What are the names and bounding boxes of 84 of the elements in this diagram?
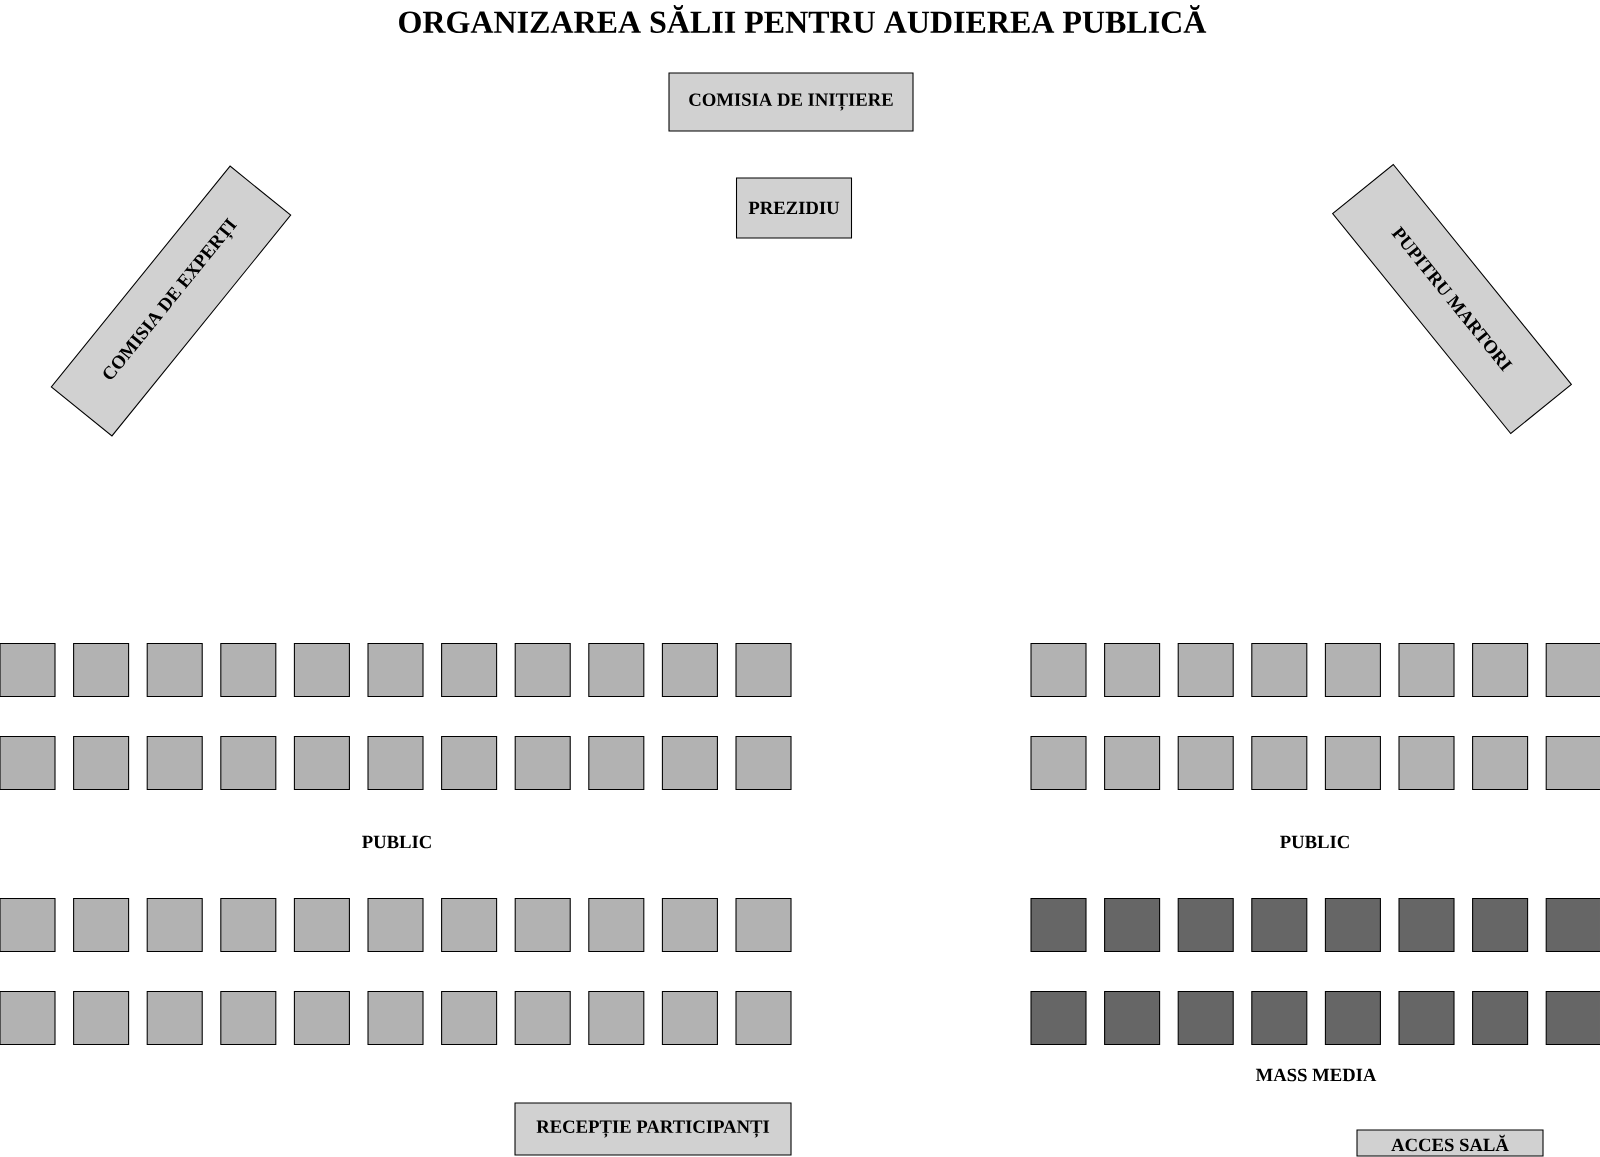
seat-box xyxy=(1104,897,1161,953)
table-box: PREZIDIU xyxy=(735,177,853,239)
seat-box xyxy=(514,897,571,953)
seat-box xyxy=(1398,642,1455,698)
seat-box xyxy=(220,642,277,698)
seat-box xyxy=(661,897,718,953)
seat-box xyxy=(1030,897,1087,953)
seat-box xyxy=(1398,897,1455,953)
seat-box xyxy=(1545,990,1600,1046)
seat-box xyxy=(735,990,792,1046)
seat-box xyxy=(1545,735,1600,791)
table-box: RECEPȚIE PARTICIPANȚI xyxy=(514,1102,792,1156)
seat-box xyxy=(0,897,56,953)
seat-box xyxy=(1177,735,1234,791)
seat-box xyxy=(441,990,498,1046)
seat-box xyxy=(293,642,350,698)
seat-box xyxy=(1251,897,1308,953)
seat-box xyxy=(441,897,498,953)
seat-box xyxy=(73,897,130,953)
seat-box xyxy=(1104,735,1161,791)
seat-box xyxy=(146,990,203,1046)
seat-box xyxy=(1545,642,1600,698)
seat-box xyxy=(220,735,277,791)
area-label: PUBLIC xyxy=(1280,835,1349,849)
seat-box xyxy=(367,897,424,953)
seat-box xyxy=(1251,642,1308,698)
seat-box xyxy=(367,735,424,791)
seat-box xyxy=(735,642,792,698)
seat-box xyxy=(1251,990,1308,1046)
table-box: ACCES SALĂ xyxy=(1356,1129,1544,1157)
seat-box xyxy=(661,990,718,1046)
seat-box xyxy=(1324,735,1381,791)
seat-box xyxy=(220,990,277,1046)
seat-box xyxy=(1177,642,1234,698)
area-label: PUBLIC xyxy=(362,835,431,849)
seat-box xyxy=(441,735,498,791)
seat-box xyxy=(735,897,792,953)
seat-box xyxy=(588,897,645,953)
seat-box xyxy=(1251,735,1308,791)
seat-box xyxy=(367,990,424,1046)
seat-box xyxy=(514,990,571,1046)
seat-box xyxy=(146,897,203,953)
seat-box xyxy=(588,735,645,791)
seat-box xyxy=(146,642,203,698)
area-label: MASS MEDIA xyxy=(1255,1068,1377,1082)
seat-box xyxy=(73,642,130,698)
seat-box xyxy=(1472,642,1529,698)
seat-box xyxy=(735,735,792,791)
seat-box xyxy=(293,897,350,953)
seat-box xyxy=(73,735,130,791)
seat-box xyxy=(1177,897,1234,953)
table-box: COMISIA DE INIȚIERE xyxy=(668,72,914,132)
seat-box xyxy=(661,735,718,791)
seat-box xyxy=(1472,735,1529,791)
seat-box xyxy=(1030,990,1087,1046)
seat-box xyxy=(1104,990,1161,1046)
seat-box xyxy=(1324,897,1381,953)
seat-box xyxy=(146,735,203,791)
seat-box xyxy=(293,735,350,791)
seat-box xyxy=(293,990,350,1046)
seat-box xyxy=(73,990,130,1046)
seat-box xyxy=(367,642,424,698)
seat-box xyxy=(514,642,571,698)
seat-box xyxy=(1030,642,1087,698)
seat-box xyxy=(441,642,498,698)
seat-box xyxy=(1398,990,1455,1046)
seat-box xyxy=(1472,897,1529,953)
seat-box xyxy=(1030,735,1087,791)
seat-box xyxy=(588,642,645,698)
seat-box xyxy=(588,990,645,1046)
seat-box xyxy=(1545,897,1600,953)
seat-box xyxy=(220,897,277,953)
seat-box xyxy=(1104,642,1161,698)
seat-box xyxy=(1472,990,1529,1046)
seat-box xyxy=(0,642,56,698)
seat-box xyxy=(1324,642,1381,698)
seat-box xyxy=(0,735,56,791)
seat-box xyxy=(514,735,571,791)
seat-box xyxy=(1177,990,1234,1046)
seat-box xyxy=(1398,735,1455,791)
title: ORGANIZAREA SĂLII PENTRU AUDIEREA PUBLICĂ xyxy=(399,4,1207,34)
seat-box xyxy=(1324,990,1381,1046)
seat-box xyxy=(661,642,718,698)
seat-box xyxy=(0,990,56,1046)
